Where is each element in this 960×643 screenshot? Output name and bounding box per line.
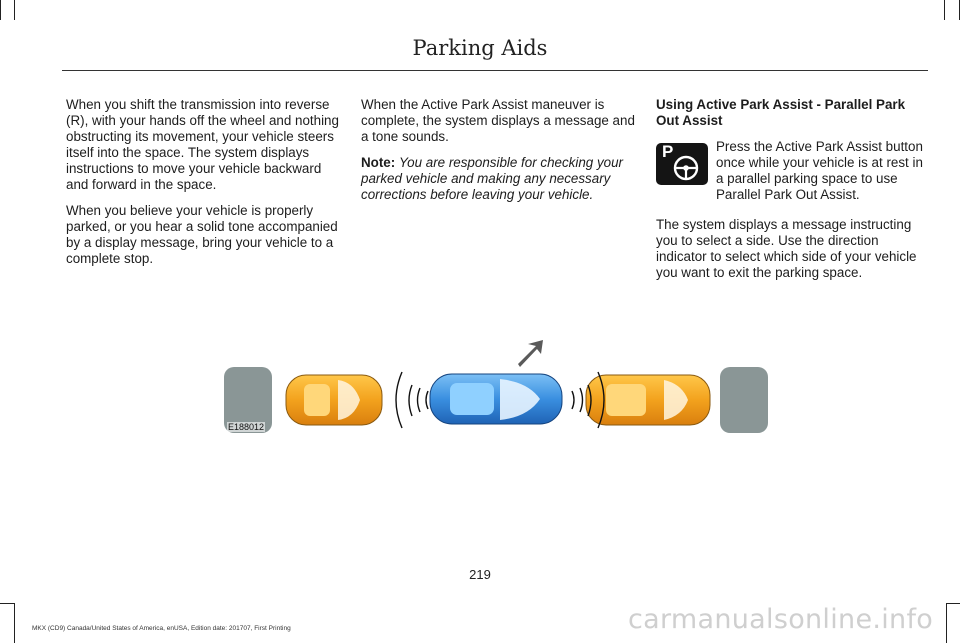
- exit-arrow-icon: [518, 340, 543, 367]
- text-column-3: Using Active Park Assist - Parallel Park…: [656, 97, 930, 291]
- crop-mark: [14, 0, 15, 20]
- rear-parked-car: [585, 374, 711, 426]
- watermark: carmanualsonline.info: [628, 604, 934, 635]
- crop-mark: [944, 0, 945, 20]
- text-column-1: When you shift the transmission into rev…: [66, 97, 342, 277]
- page-title: Parking Aids: [412, 36, 548, 60]
- left-wall: [224, 367, 272, 433]
- figure-id: E188012: [227, 422, 266, 432]
- front-parked-car: [285, 374, 383, 426]
- paragraph: Press the Active Park Assist button once…: [716, 139, 923, 202]
- note-label: Note:: [361, 155, 396, 170]
- paragraph: When you believe your vehicle is properl…: [66, 203, 338, 266]
- sensor-waves: [395, 371, 605, 429]
- crop-mark: [14, 603, 15, 643]
- crop-mark: [946, 603, 947, 643]
- note: Note: You are responsible for checking y…: [361, 155, 637, 203]
- steering-wheel-icon: [673, 155, 699, 181]
- parallel-park-out-illustration: E188012: [224, 340, 768, 433]
- own-car: [429, 373, 563, 425]
- paragraph: The system displays a message instructin…: [656, 217, 917, 280]
- text-column-2: When the Active Park Assist maneuver is …: [361, 97, 637, 213]
- parking-diagram: [224, 340, 768, 433]
- right-wall: [720, 367, 768, 433]
- crop-mark: [0, 603, 14, 604]
- active-park-assist-icon: P: [656, 143, 708, 185]
- page-number: 219: [469, 567, 491, 582]
- footer-edition-info: MKX (CD9) Canada/United States of Americ…: [32, 625, 291, 632]
- paragraph: When you shift the transmission into rev…: [66, 97, 339, 192]
- icon-letter: P: [662, 142, 674, 161]
- paragraph: When the Active Park Assist maneuver is …: [361, 97, 635, 144]
- crop-mark: [946, 603, 960, 604]
- crop-mark: [0, 0, 1, 20]
- header-rule: [62, 70, 928, 71]
- note-text: You are responsible for checking your pa…: [361, 155, 624, 202]
- section-heading: Using Active Park Assist - Parallel Park…: [656, 97, 906, 128]
